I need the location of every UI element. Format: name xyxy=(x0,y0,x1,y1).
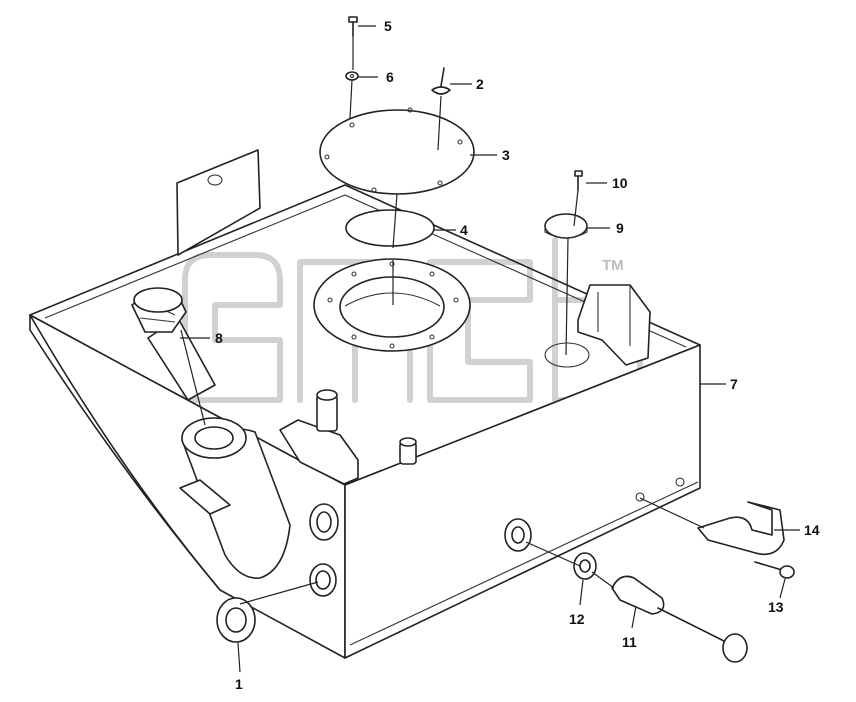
label-7: 7 xyxy=(730,376,738,392)
cover-plate xyxy=(319,107,475,195)
label-6: 6 xyxy=(386,69,394,85)
label-9: 9 xyxy=(616,220,624,236)
label-8: 8 xyxy=(215,330,223,346)
bolt-13 xyxy=(754,561,795,579)
leader-lines xyxy=(180,25,800,673)
part-labels: 5 6 2 3 4 10 9 8 7 14 13 12 11 1 xyxy=(215,18,820,692)
screw-10 xyxy=(574,170,583,191)
label-5: 5 xyxy=(384,18,392,34)
label-1: 1 xyxy=(235,676,243,692)
label-10: 10 xyxy=(612,175,628,191)
watermark-trademark: TM xyxy=(602,257,624,274)
label-11: 11 xyxy=(622,634,637,650)
tank-body xyxy=(29,149,701,659)
sender-11 xyxy=(611,575,748,663)
grommet xyxy=(504,518,532,552)
gasket xyxy=(345,209,435,247)
label-4: 4 xyxy=(460,222,468,238)
washer-12 xyxy=(573,552,597,580)
label-14: 14 xyxy=(804,522,820,538)
label-13: 13 xyxy=(768,599,784,615)
label-3: 3 xyxy=(502,147,510,163)
clamp-14 xyxy=(697,501,785,556)
bolt-5 xyxy=(348,16,358,37)
label-2: 2 xyxy=(476,76,484,92)
plug-1 xyxy=(216,597,256,643)
pin-2 xyxy=(431,67,451,95)
label-12: 12 xyxy=(569,611,585,627)
washer-6 xyxy=(345,71,359,81)
small-cover xyxy=(544,213,588,239)
filler-cap xyxy=(131,287,216,401)
